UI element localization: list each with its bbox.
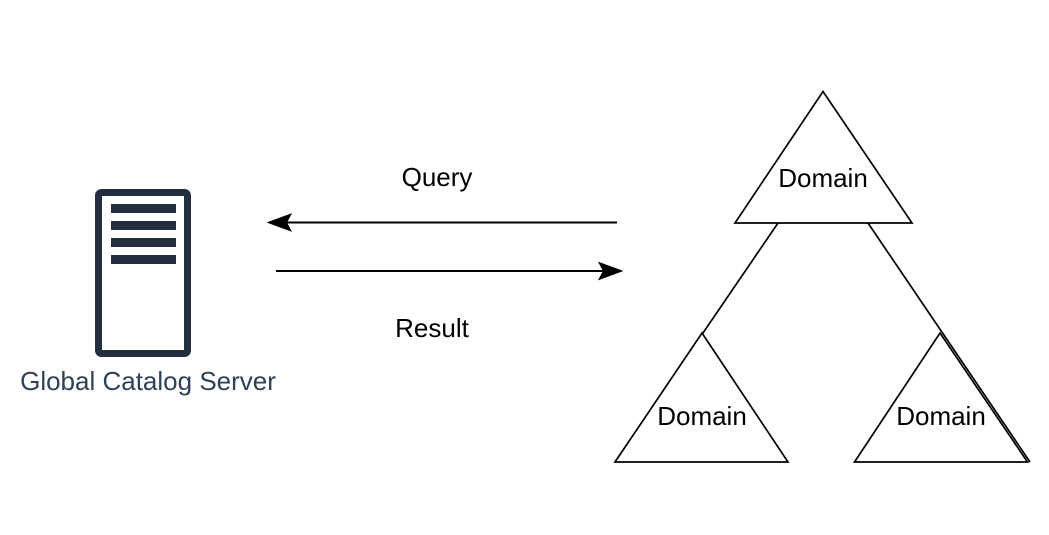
server-slot-bar (111, 204, 176, 213)
result-label: Result (395, 313, 469, 343)
server-body (95, 189, 191, 357)
query-arrow (266, 213, 617, 232)
root-domain-triangle (733, 89, 914, 224)
root-domain-label: Domain (778, 163, 868, 193)
child-domain-label-right: Domain (896, 401, 986, 431)
query-arrowhead-left-icon (266, 213, 293, 232)
server-slot-bar (111, 221, 176, 230)
server-tower-icon (95, 189, 191, 357)
child-domain-label-left: Domain (657, 401, 747, 431)
server-slot-bar (111, 238, 176, 247)
query-label: Query (401, 162, 473, 192)
domain-tree (613, 89, 1031, 463)
result-arrowhead-right-icon (597, 261, 624, 281)
child-domain-triangle-left (613, 331, 790, 463)
server-slot-bar (111, 255, 176, 264)
child-domain-triangle-right (852, 331, 1030, 463)
result-arrow (276, 261, 624, 281)
server-label: Global Catalog Server (20, 366, 276, 396)
right-branch-line (867, 222, 1031, 463)
